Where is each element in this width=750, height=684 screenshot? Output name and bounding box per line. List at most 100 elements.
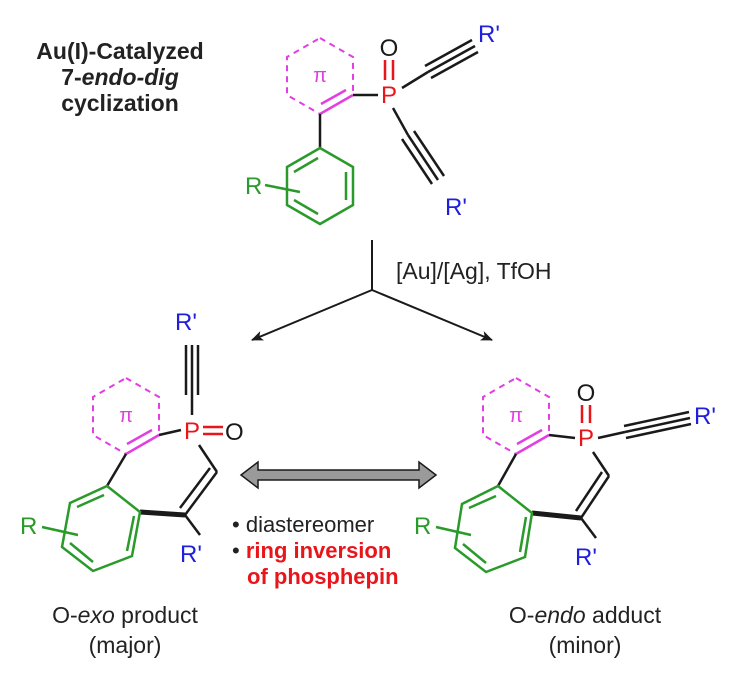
- pi-label-exo: π: [119, 405, 133, 427]
- reaction-arrows: [251, 240, 493, 341]
- aryl-ring-endo: [453, 484, 534, 574]
- alkene-exo-inner: [126, 428, 153, 446]
- alkyne-upper-triple-3: [430, 50, 479, 80]
- exo-caption-suffix: product: [114, 602, 198, 628]
- alkyne-endo-triple-1: [624, 416, 691, 434]
- r-prime-lower: R': [445, 194, 467, 221]
- alkyne-lower-triple-2: [400, 138, 434, 185]
- bond-c-aryl-endo: [496, 453, 518, 487]
- title-line-2: 7-endo-dig: [20, 64, 220, 90]
- bullet-icon: •: [232, 538, 240, 563]
- r-prime-exo-bottom: R': [180, 541, 202, 568]
- note-phosphepin-text: of phosphepin: [247, 564, 399, 589]
- endo-caption-suffix: adduct: [585, 602, 662, 628]
- endo-adduct-structure: π P O R' R' R: [414, 376, 716, 574]
- alkene-endo: [515, 433, 550, 456]
- reaction-title: Au(I)-Catalyzed 7-endo-dig cyclization: [20, 38, 220, 116]
- aryl-endo-inner-2: [462, 543, 487, 564]
- bold-bond-exo: [139, 509, 186, 518]
- alkyne-endo-bond: [597, 430, 626, 440]
- exo-product-caption: O-exo product (major): [20, 600, 230, 660]
- r-label-endo: R: [414, 513, 431, 540]
- alkene-exo: [125, 433, 160, 456]
- oxygen-label-top: O: [380, 35, 399, 62]
- exo-caption-prefix: O-: [52, 602, 78, 628]
- alkyne-upper-triple-2: [424, 38, 473, 68]
- exo-caption-line-1: O-exo product: [20, 600, 230, 630]
- r-label-exo: R: [20, 513, 37, 540]
- aryl-top-inner-2: [293, 156, 319, 174]
- endo-adduct-caption: O-endo adduct (minor): [480, 600, 690, 660]
- title-line-2-italic: endo-dig: [81, 64, 179, 90]
- alkyne-endo-triple-3: [625, 422, 692, 440]
- note-diastereomer: • diastereomer: [232, 512, 399, 538]
- equilibrium-double-arrow: [239, 460, 438, 490]
- phosphorus-label-top: P: [381, 82, 397, 109]
- bond-c-p-endo: [548, 433, 576, 440]
- bond-p-ch-exo: [197, 444, 219, 473]
- alkene-bond-top: [319, 93, 354, 116]
- isomer-notes: • diastereomer • ring inversion of phosp…: [232, 512, 399, 590]
- aryl-exo-inner-3: [76, 493, 105, 509]
- alkene-bond-top-inner: [320, 88, 347, 106]
- oxygen-label-exo: O: [225, 419, 244, 446]
- aryl-ring-top: [285, 146, 355, 226]
- r-bond-top: [264, 183, 301, 194]
- bond-p-ch-endo: [591, 451, 611, 477]
- r-prime-endo-bottom: R': [575, 544, 597, 571]
- note-ring-inversion-text: ring inversion: [245, 538, 392, 563]
- exo-caption-line-2: (major): [88, 632, 162, 658]
- aryl-exo-inner-1: [125, 515, 136, 552]
- bond-c-rprime-endo: [580, 517, 597, 539]
- alkyne-upper-bond: [401, 70, 429, 90]
- aryl-ring-exo: [60, 484, 142, 573]
- aryl-exo-inner-2: [69, 542, 94, 563]
- r-prime-endo-right: R': [694, 403, 716, 430]
- bond-c-rprime-exo: [184, 514, 201, 536]
- alkene-exo-ring-1: [183, 471, 219, 516]
- phosphorus-label-exo: P: [184, 418, 200, 445]
- alkyne-lower-triple-3: [412, 130, 446, 177]
- title-line-3: cyclization: [61, 90, 179, 116]
- note-ring-inversion: • ring inversion: [232, 538, 399, 564]
- alkene-endo-ring-1: [579, 475, 611, 519]
- aryl-endo-inner-3: [468, 494, 497, 510]
- endo-caption-italic: endo: [534, 602, 586, 628]
- bond-c-aryl-exo: [105, 453, 128, 487]
- note-diastereomer-text: diastereomer: [245, 512, 375, 537]
- endo-caption-line-2: (minor): [548, 632, 622, 658]
- bullet-icon: •: [232, 512, 240, 537]
- title-line-2-prefix: 7-: [61, 64, 82, 90]
- note-phosphepin: of phosphepin: [232, 564, 399, 590]
- title-line-1: Au(I)-Catalyzed: [36, 38, 204, 64]
- exo-product-structure: π P O R' R' R: [20, 309, 244, 573]
- alkyne-lower-bond: [391, 107, 410, 136]
- pi-label-endo: π: [509, 405, 523, 427]
- alkyne-lower-triple-1: [406, 134, 440, 181]
- alkene-endo-ring-2: [574, 471, 604, 512]
- oxygen-label-endo: O: [577, 380, 596, 407]
- bond-c-p-exo: [158, 428, 182, 437]
- arrow-to-endo: [371, 289, 493, 341]
- exo-caption-italic: exo: [77, 602, 115, 628]
- arrow-to-exo: [251, 289, 373, 341]
- alkyne-endo-triple-2: [623, 410, 690, 428]
- endo-caption-prefix: O-: [508, 602, 535, 628]
- bold-bond-endo: [531, 510, 582, 521]
- reagent-conditions: [Au]/[Ag], TfOH: [396, 258, 552, 284]
- endo-caption-line-1: O-endo adduct: [480, 600, 690, 630]
- r-bond-endo: [435, 525, 472, 537]
- r-prime-upper: R': [478, 21, 500, 48]
- alkyne-upper-triple-1: [427, 44, 476, 74]
- r-bond-exo: [41, 525, 79, 537]
- r-prime-exo-top: R': [175, 309, 197, 336]
- aryl-top-inner-3: [293, 198, 319, 216]
- alkene-exo-ring-2: [179, 467, 211, 509]
- r-label-top: R: [245, 173, 262, 200]
- pi-label-top: π: [313, 65, 327, 87]
- alkene-endo-inner: [516, 428, 543, 446]
- aryl-endo-inner-1: [518, 516, 528, 553]
- phosphorus-label-endo: P: [578, 425, 594, 452]
- starting-material: π P O R' R' R: [245, 21, 500, 226]
